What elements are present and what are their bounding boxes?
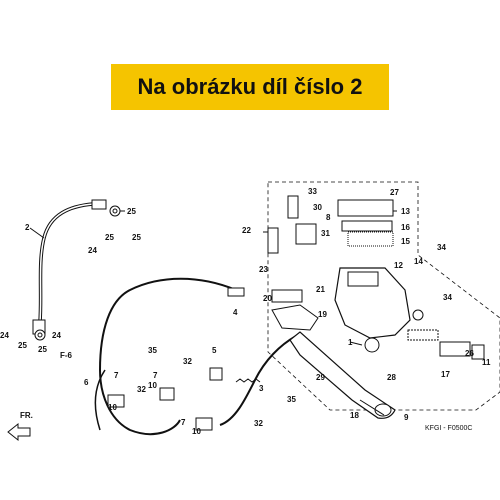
part-number-banner: Na obrázku díl číslo 2	[111, 64, 389, 110]
part-label: 30	[313, 203, 322, 212]
group-outline	[267, 181, 500, 411]
part-label: 17	[441, 370, 450, 379]
part-label: 35	[148, 346, 157, 355]
part-label: 24	[52, 331, 61, 340]
part-labels: 2 25 24 25 25 24 25 24 25 4 6 35 32 7 10…	[0, 187, 491, 436]
part-label: 1	[348, 338, 353, 347]
part-label: 29	[316, 373, 325, 382]
cable-6	[94, 369, 106, 431]
part-label: 21	[316, 285, 325, 294]
part-label: 25	[18, 341, 27, 350]
part-label: 10	[108, 403, 117, 412]
part-label: 34	[437, 243, 446, 252]
part-label: 34	[443, 293, 452, 302]
part-label: 33	[308, 187, 317, 196]
hose-fitting-top	[91, 199, 107, 210]
part-label: 7	[181, 418, 186, 427]
part-label: 12	[394, 261, 403, 270]
part-label: 24	[88, 246, 97, 255]
part-label: 18	[350, 411, 359, 420]
diaphragm	[347, 231, 394, 247]
reservoir-cap	[337, 199, 394, 217]
part-label: 31	[321, 229, 330, 238]
part-label: 3	[259, 384, 264, 393]
part-label: 28	[387, 373, 396, 382]
part-label: 22	[242, 226, 251, 235]
banjo-bolt-top	[109, 205, 121, 217]
part-label: 6	[84, 378, 89, 387]
part-label: 35	[287, 395, 296, 404]
part-label: 25	[105, 233, 114, 242]
front-arrow-icon	[7, 422, 31, 442]
banjo-bolt-bottom	[34, 329, 46, 341]
part-label: 25	[38, 345, 47, 354]
part-label: 26	[465, 349, 474, 358]
part-label: 8	[326, 213, 331, 222]
diaphragm-plate	[341, 220, 393, 232]
part-label: 2	[25, 223, 30, 232]
part-label: 11	[482, 358, 491, 367]
part-label: 14	[414, 257, 423, 266]
part-label: 10	[148, 381, 157, 390]
pivot-bolt	[267, 227, 279, 254]
ref-marker-f6: F-6	[60, 351, 73, 360]
part-label: 16	[401, 223, 410, 232]
part-label: 32	[254, 419, 263, 428]
part-label: 10	[192, 427, 201, 436]
part-label: 7	[153, 371, 158, 380]
piston-spring	[407, 329, 439, 341]
part-label: 15	[401, 237, 410, 246]
part-label: 32	[137, 385, 146, 394]
part-label: 9	[404, 413, 409, 422]
part-label: 25	[127, 207, 136, 216]
diagram-code: KFGI - F0500C	[425, 425, 472, 432]
part-label: 5	[212, 346, 217, 355]
front-arrow-label: FR.	[20, 411, 33, 420]
part-label: 23	[259, 265, 268, 274]
part-label: 7	[114, 371, 119, 380]
lever-bracket	[271, 304, 319, 331]
part-label: 24	[0, 331, 9, 340]
part-label: 13	[401, 207, 410, 216]
part-label: 19	[318, 310, 327, 319]
part-label: 20	[263, 294, 272, 303]
part-label: 32	[183, 357, 192, 366]
part-label: 4	[233, 308, 238, 317]
brake-lever	[289, 331, 396, 419]
part-label: 27	[390, 188, 399, 197]
brake-hose	[38, 202, 94, 323]
adjuster-spring	[235, 378, 261, 383]
part-label: 25	[132, 233, 141, 242]
cable-4	[98, 277, 237, 436]
